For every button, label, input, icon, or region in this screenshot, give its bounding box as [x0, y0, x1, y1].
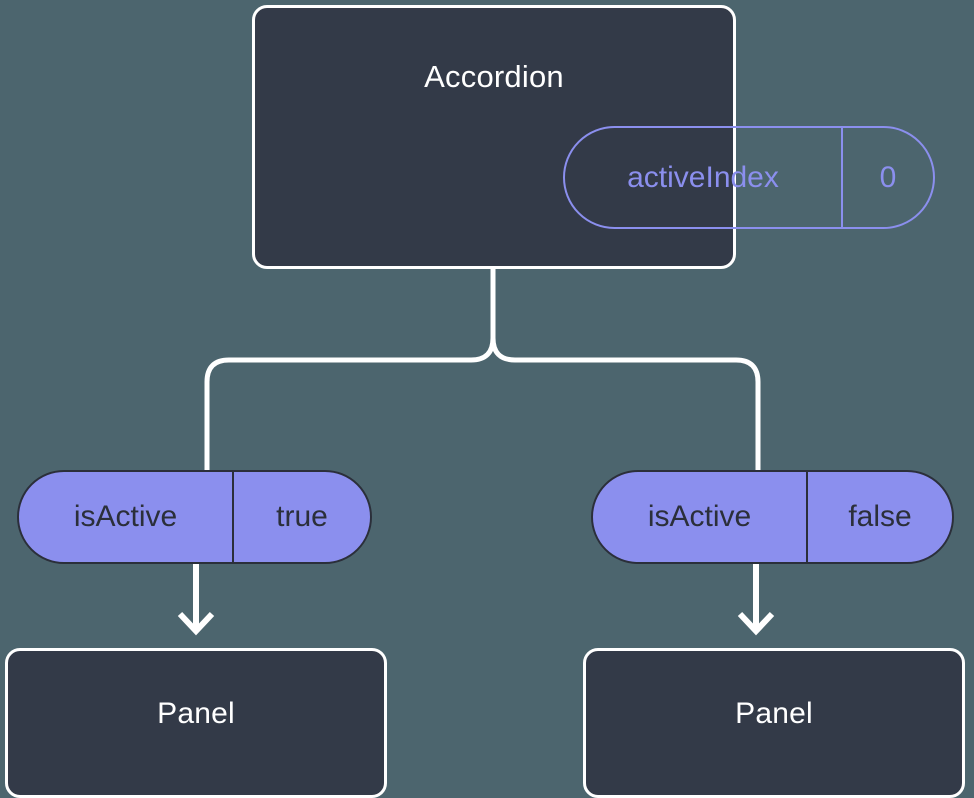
panel-title-left: Panel [157, 697, 235, 730]
prop-pill-value-right: false [806, 472, 952, 562]
state-pill-active-index[interactable]: activeIndex 0 [563, 126, 935, 229]
accordion-title: Accordion [424, 59, 564, 94]
panel-node-right[interactable]: Panel [583, 648, 965, 798]
panel-node-left[interactable]: Panel [5, 648, 387, 798]
prop-pill-key-left: isActive [73, 500, 178, 533]
panel-title-right: Panel [735, 697, 813, 730]
prop-pill-is-active-left[interactable]: isActive true [17, 470, 372, 564]
state-pill-value: 0 [841, 128, 933, 227]
state-pill-key: activeIndex [627, 160, 779, 194]
accordion-node[interactable]: Accordion activeIndex 0 [252, 5, 935, 269]
prop-pill-key-right: isActive [647, 500, 752, 533]
prop-pill-is-active-right[interactable]: isActive false [591, 470, 954, 564]
prop-pill-value-left: true [232, 472, 370, 562]
diagram-canvas: Accordion activeIndex 0 isActive true is… [5, 5, 965, 798]
